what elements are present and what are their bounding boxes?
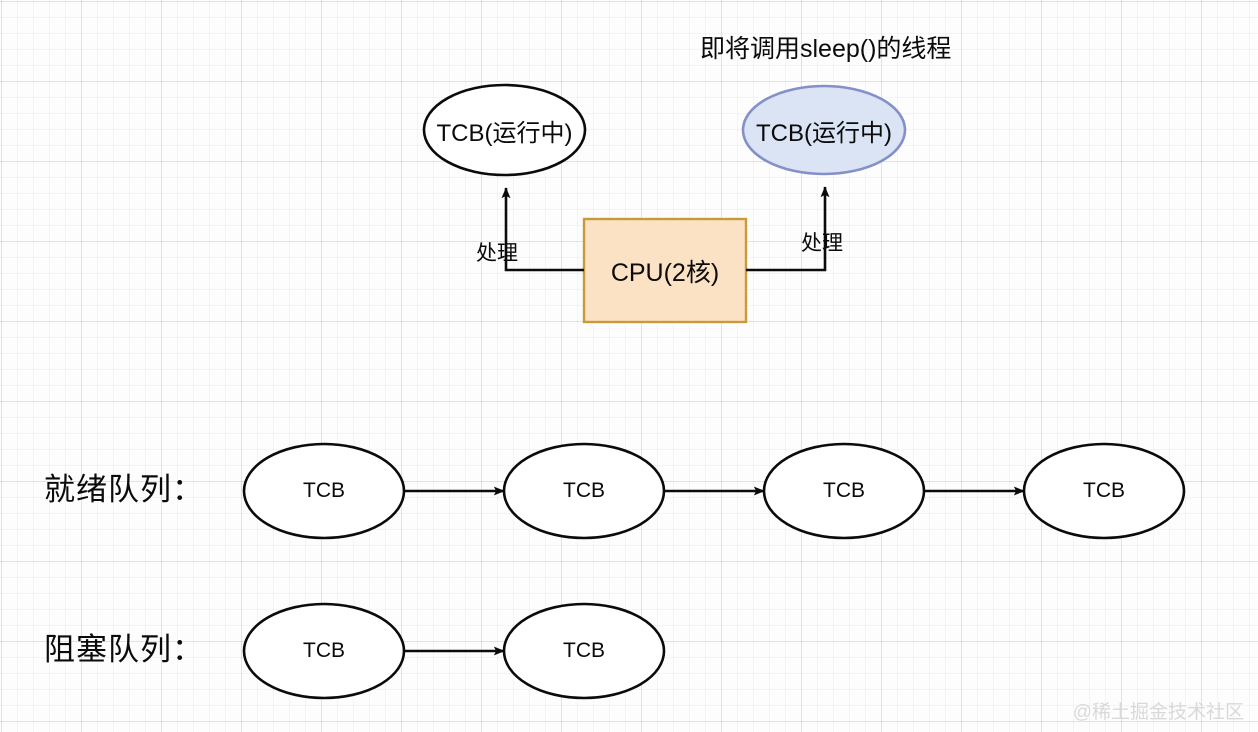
blocked-queue-node-1[interactable] [242, 602, 406, 700]
edge-label-process-right: 处理 [801, 232, 843, 255]
running-thread-ellipse-left[interactable] [422, 83, 587, 177]
sleep-thread-note: 即将调用sleep()的线程 [700, 35, 952, 63]
running-thread-ellipse-right-highlighted[interactable] [741, 84, 907, 176]
blocked-queue-node-2[interactable] [502, 602, 666, 700]
ready-queue-node-4[interactable] [1022, 442, 1186, 540]
ready-queue-label: 就绪队列： [44, 472, 204, 507]
ready-queue-node-2[interactable] [502, 442, 666, 540]
cpu-to-right-thread-connector [746, 186, 830, 272]
blocked-queue-label: 阻塞队列： [44, 632, 204, 667]
edge-label-process-left: 处理 [476, 242, 518, 265]
ready-queue-node-3[interactable] [762, 442, 926, 540]
ready-queue-node-1[interactable] [242, 442, 406, 540]
watermark: @稀土掘金技术社区 [1072, 702, 1244, 723]
cpu-box[interactable] [582, 217, 748, 324]
cpu-to-left-thread-connector [501, 187, 584, 272]
